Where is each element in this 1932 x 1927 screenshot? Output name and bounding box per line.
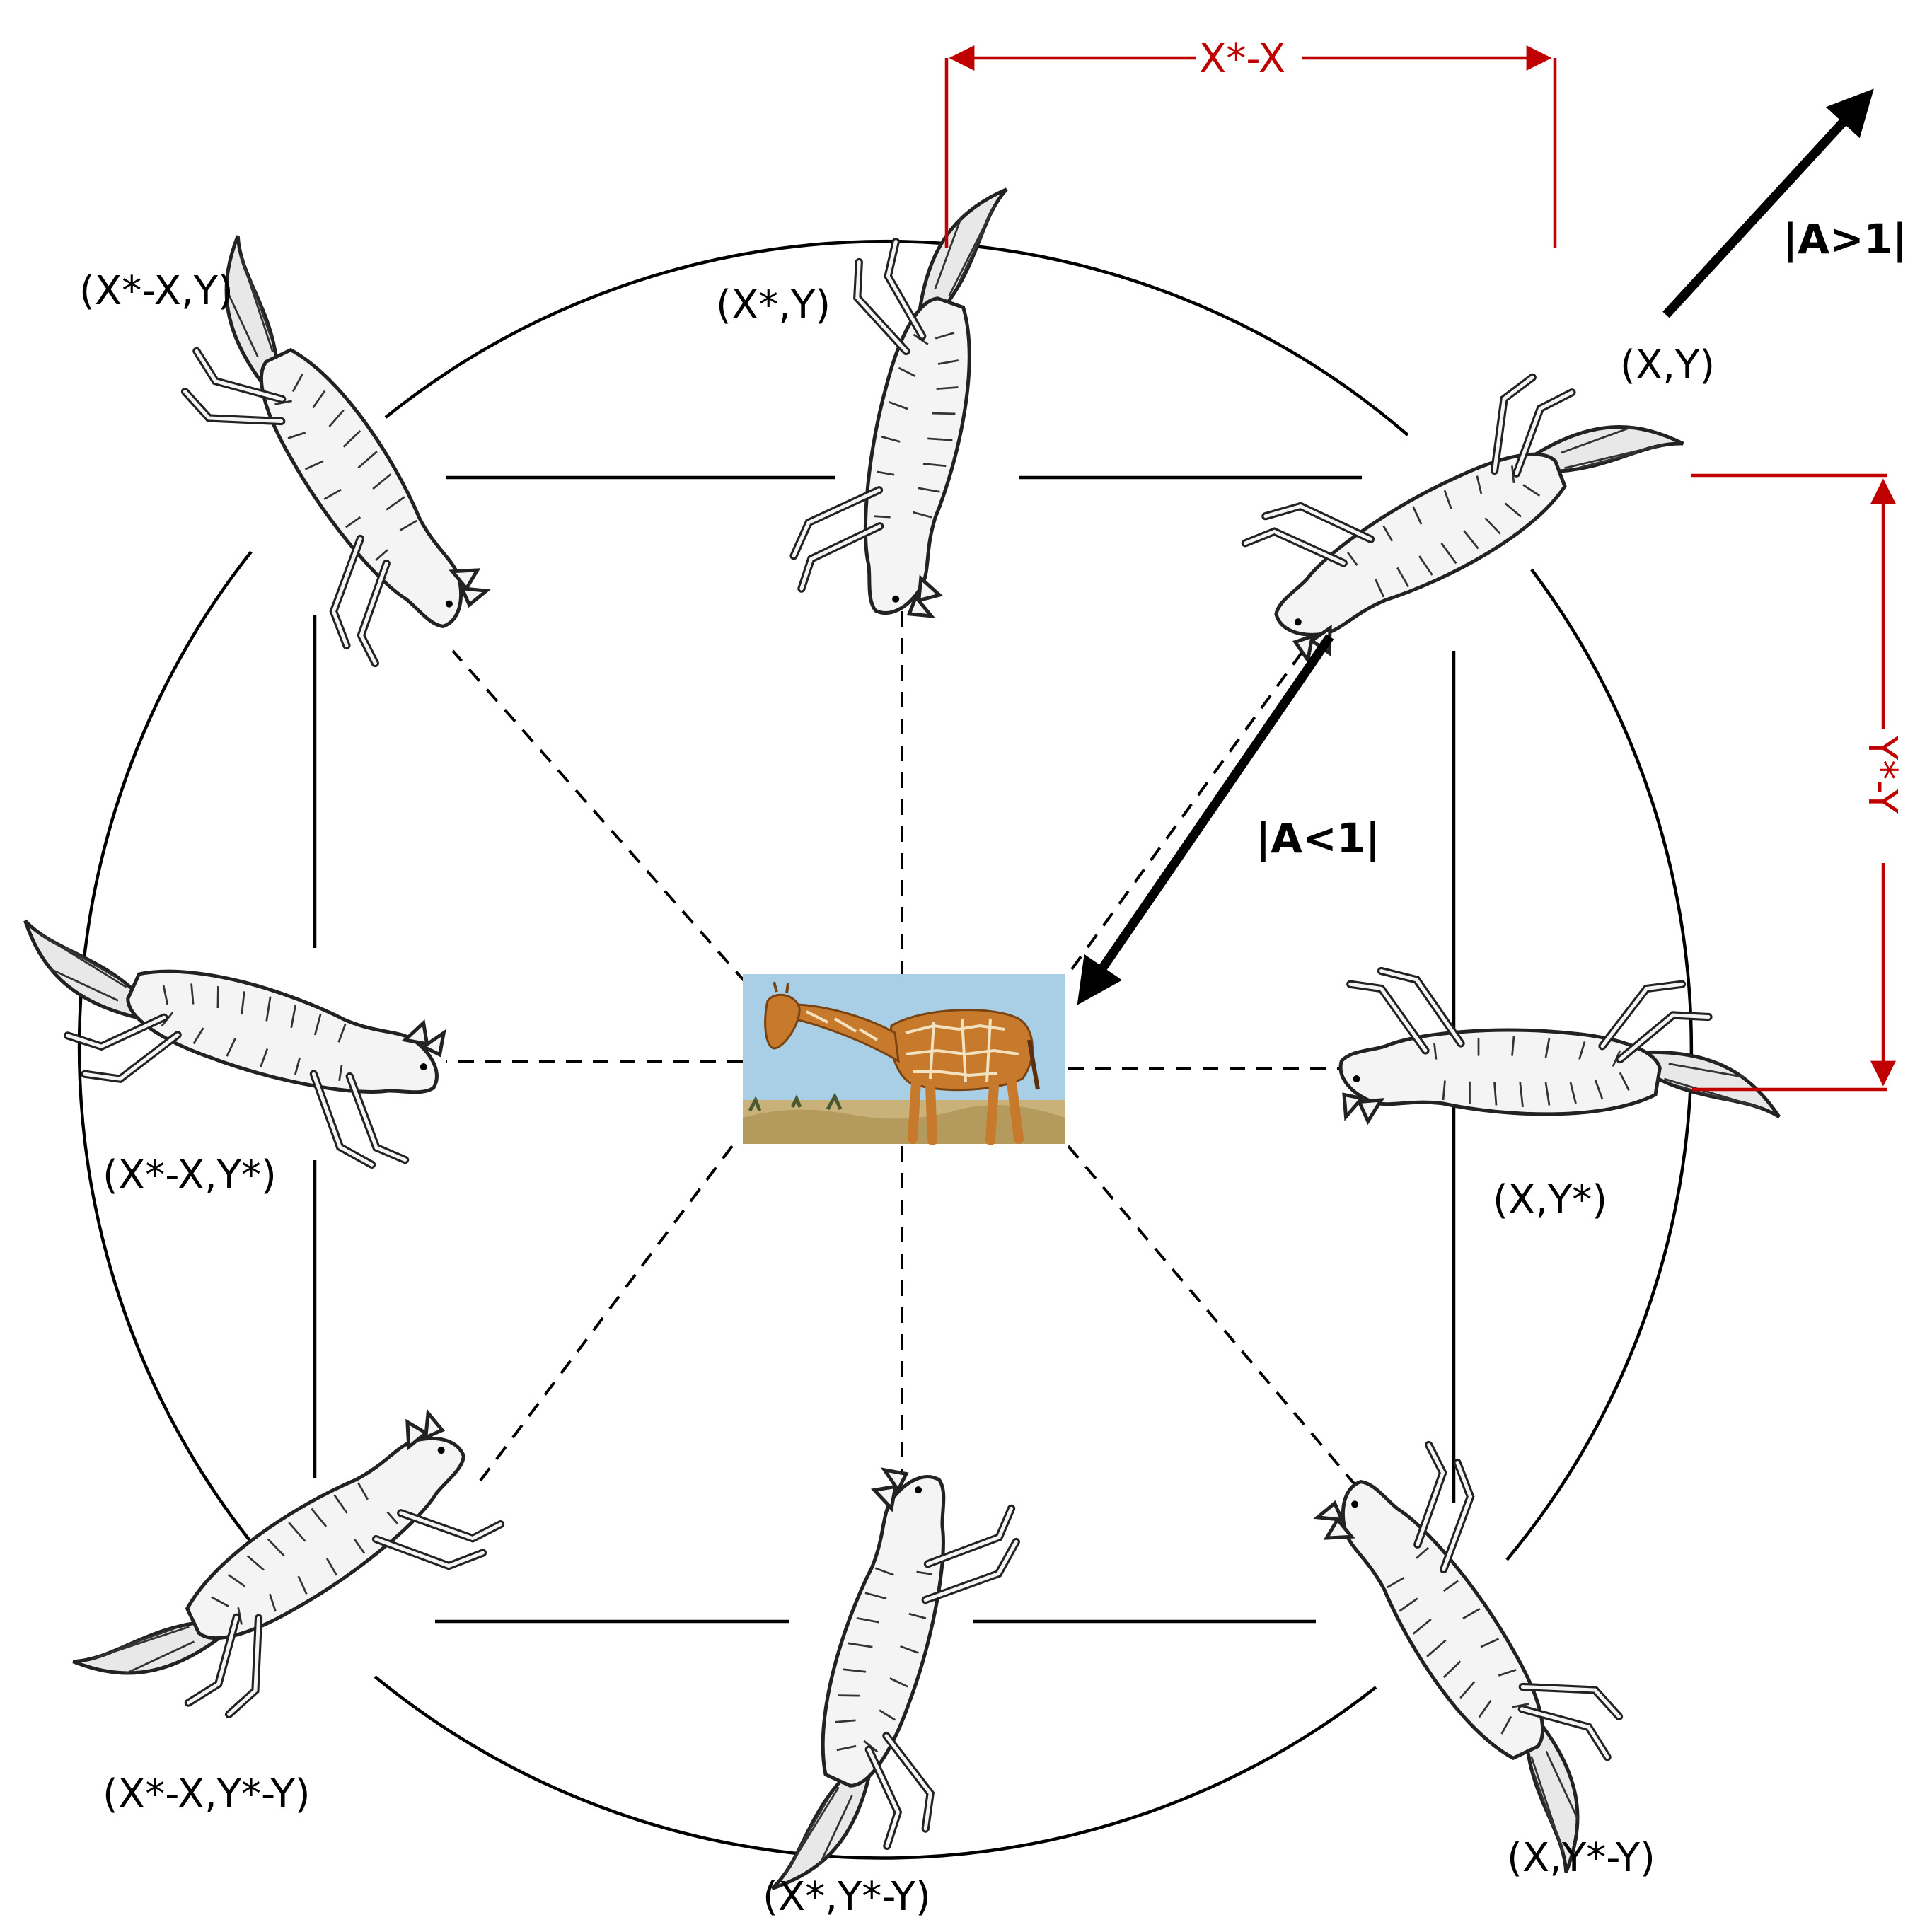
ring-arc-left [77, 550, 253, 1544]
label-top: (X*,Y) [716, 282, 831, 328]
x-dimension [944, 37, 1557, 248]
ring-arc-bottom [374, 1675, 1377, 1860]
y-dimension [1691, 473, 1904, 1092]
exploit-arrow [1077, 634, 1334, 1005]
encircling-ring [77, 239, 1694, 1860]
wolf-icon-top [787, 164, 1011, 622]
wolf-icon-top-right [1230, 317, 1685, 666]
giraffe-photo-icon [743, 974, 1065, 1145]
label-top-right: (X,Y) [1620, 342, 1715, 388]
ring-arc-top [384, 239, 1409, 436]
label-bottom-left: (X*-X,Y*-Y) [103, 1771, 311, 1817]
wolf-icon-right [1341, 971, 1779, 1122]
distance-rays [446, 608, 1363, 1494]
wolf-icon-left [0, 916, 450, 1175]
label-top-left: (X*-X,Y) [79, 268, 233, 314]
label-x-span: X*-X [1199, 36, 1285, 82]
label-left: (X*-X,Y*) [103, 1152, 277, 1198]
label-bottom-right: (X,Y*-Y) [1507, 1835, 1655, 1881]
label-exploit: |A<1| [1256, 814, 1380, 862]
wolf-icon-bottom-right [1311, 1429, 1686, 1875]
label-right: (X,Y*) [1493, 1177, 1607, 1223]
wolf-icon-bottom-left [71, 1406, 516, 1781]
label-y-span: Y*-Y [1859, 735, 1905, 814]
label-bottom: (X*,Y*-Y) [763, 1874, 931, 1920]
explore-arrow [1662, 88, 1874, 318]
label-explore: |A>1| [1783, 215, 1907, 263]
